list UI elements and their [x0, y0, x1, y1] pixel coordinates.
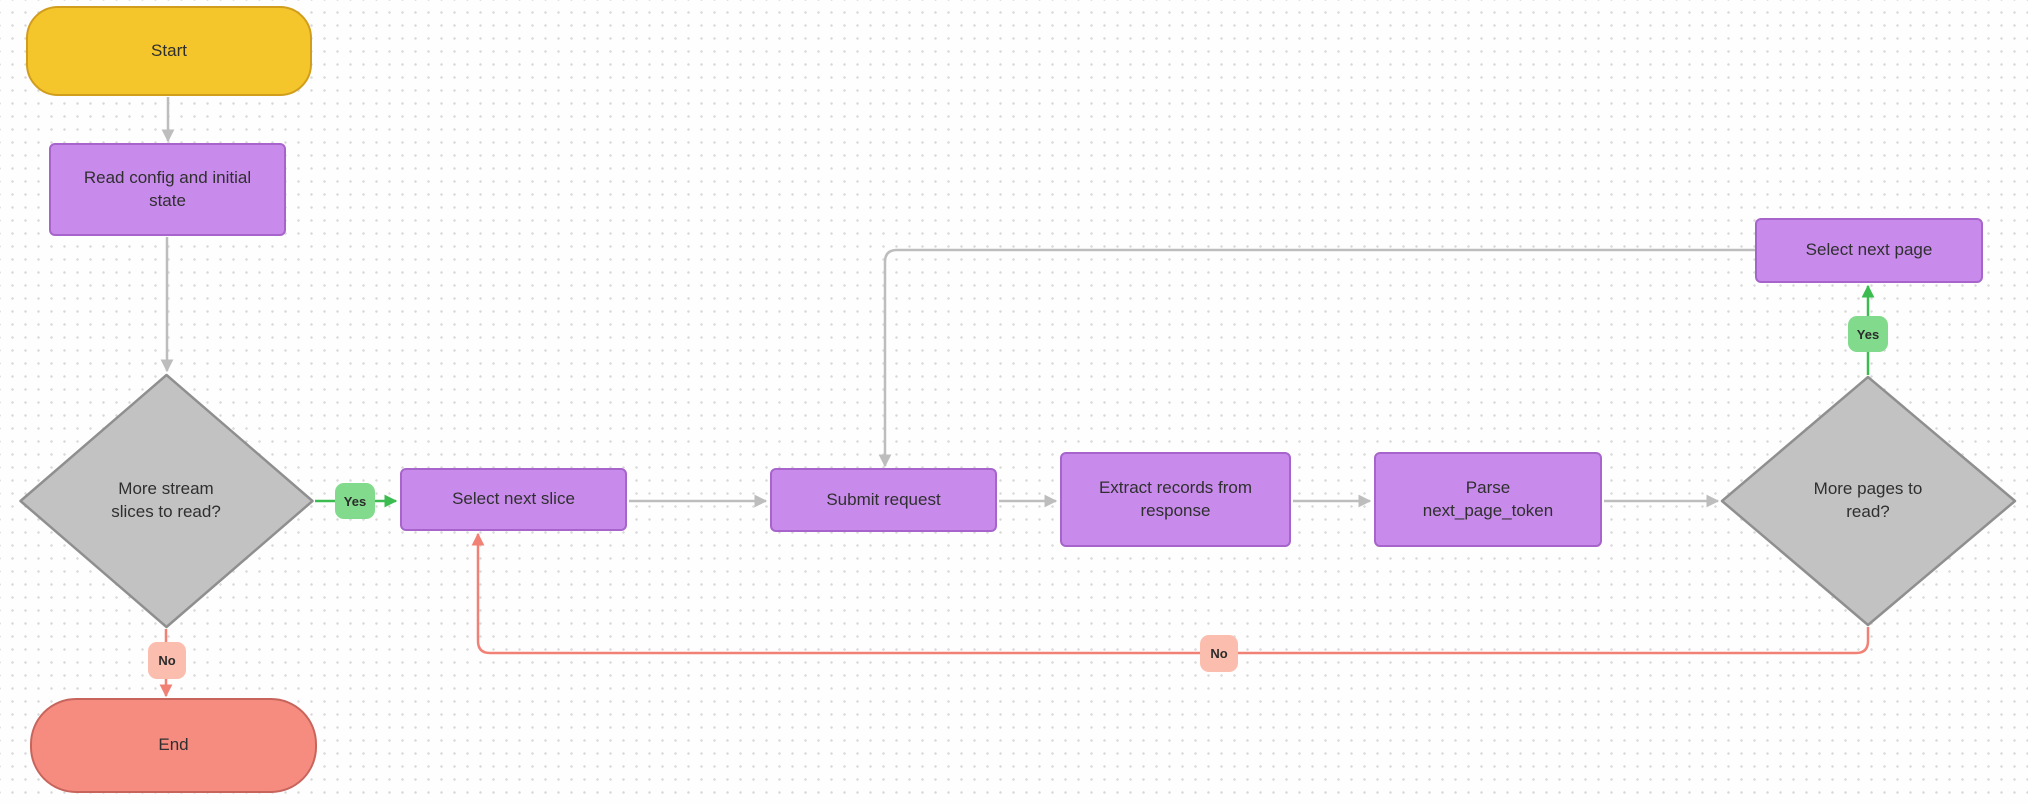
badge-yes-more-slices[interactable]: Yes — [335, 483, 375, 519]
node-extract-records[interactable]: Extract records from response — [1060, 452, 1291, 547]
node-select-next-page-label: Select next page — [1805, 240, 1933, 260]
node-select-next-page[interactable]: Select next page — [1755, 218, 1983, 283]
node-read-config-label: Read config and initial state — [83, 167, 252, 210]
node-select-next-slice-label: Select next slice — [452, 489, 575, 509]
node-submit-request-label: Submit request — [826, 489, 941, 509]
edge-more-pages-no-loop[interactable] — [471, 532, 1870, 655]
node-read-config[interactable]: Read config and initial state — [49, 143, 286, 236]
node-start[interactable]: Start — [26, 6, 312, 96]
node-submit-request[interactable]: Submit request — [770, 468, 997, 532]
node-extract-records-label: Extract records from response — [1098, 477, 1253, 520]
decision-more-slices[interactable] — [19, 373, 314, 629]
node-end-label: End — [158, 735, 189, 755]
node-select-next-slice[interactable]: Select next slice — [400, 468, 627, 531]
node-parse-token-label: Parse next_page_token — [1422, 477, 1554, 520]
decision-more-pages[interactable] — [1720, 375, 2017, 627]
edge-select-page-to-submit[interactable] — [878, 248, 1755, 468]
node-start-label: Start — [151, 40, 187, 60]
badge-yes-more-pages[interactable]: Yes — [1848, 316, 1888, 352]
node-end[interactable]: End — [30, 698, 317, 793]
node-parse-token[interactable]: Parse next_page_token — [1374, 452, 1602, 547]
badge-no-more-pages[interactable]: No — [1200, 635, 1238, 672]
badge-no-more-slices[interactable]: No — [148, 642, 186, 679]
